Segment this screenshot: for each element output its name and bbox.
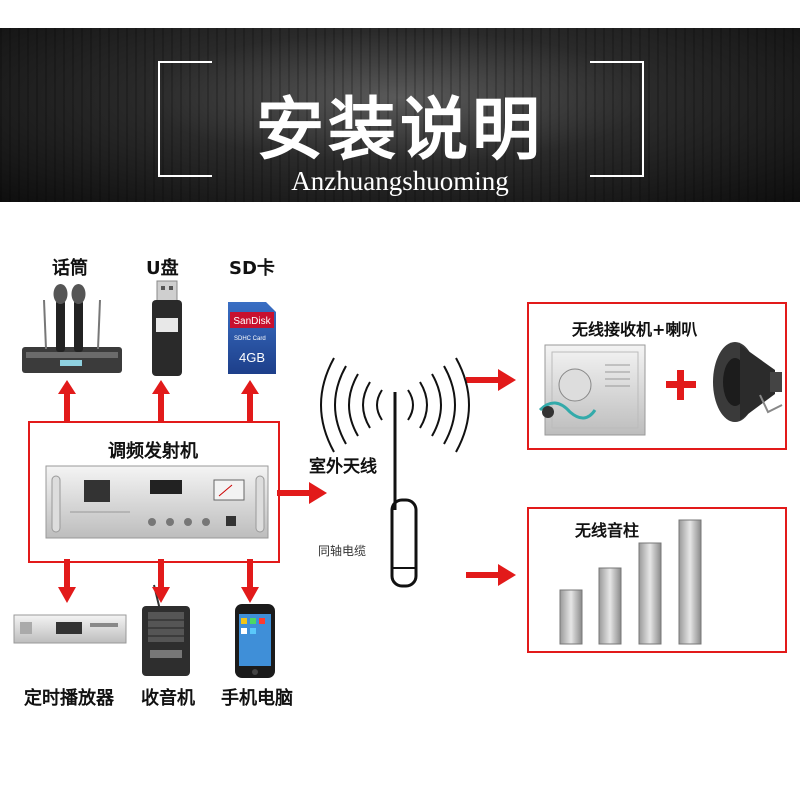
sd-type-text: SDHC Card <box>234 336 266 342</box>
column-speakers-icon <box>560 520 701 644</box>
arrows-to-receivers <box>466 369 516 586</box>
transmitter-device-icon <box>46 466 268 538</box>
sd-brand-text: SanDisk <box>233 316 271 327</box>
arrow-up-sd-head <box>241 380 259 394</box>
receiver-unit-icon <box>540 345 645 435</box>
phone-icon <box>235 604 275 678</box>
microphone-icon <box>22 284 122 373</box>
radio-icon <box>142 585 190 676</box>
sd-capacity-text: 4GB <box>239 350 265 365</box>
input-arrows <box>58 380 259 421</box>
timer-player-icon <box>14 615 126 643</box>
arrow-up-usb-head <box>152 380 170 394</box>
sd-card-icon: SanDisk SDHC Card 4GB <box>228 302 276 374</box>
output-arrows <box>58 559 259 603</box>
arrow-up-sd <box>247 392 253 421</box>
arrow-up-mic-head <box>58 380 76 394</box>
arrow-to-antenna <box>277 482 327 504</box>
horn-speaker-icon <box>713 342 782 422</box>
antenna-icon <box>321 358 469 586</box>
arrow-up-usb <box>158 392 164 421</box>
usb-drive-icon <box>152 281 182 376</box>
plus-icon <box>666 370 696 400</box>
arrow-up-mic <box>64 392 70 421</box>
